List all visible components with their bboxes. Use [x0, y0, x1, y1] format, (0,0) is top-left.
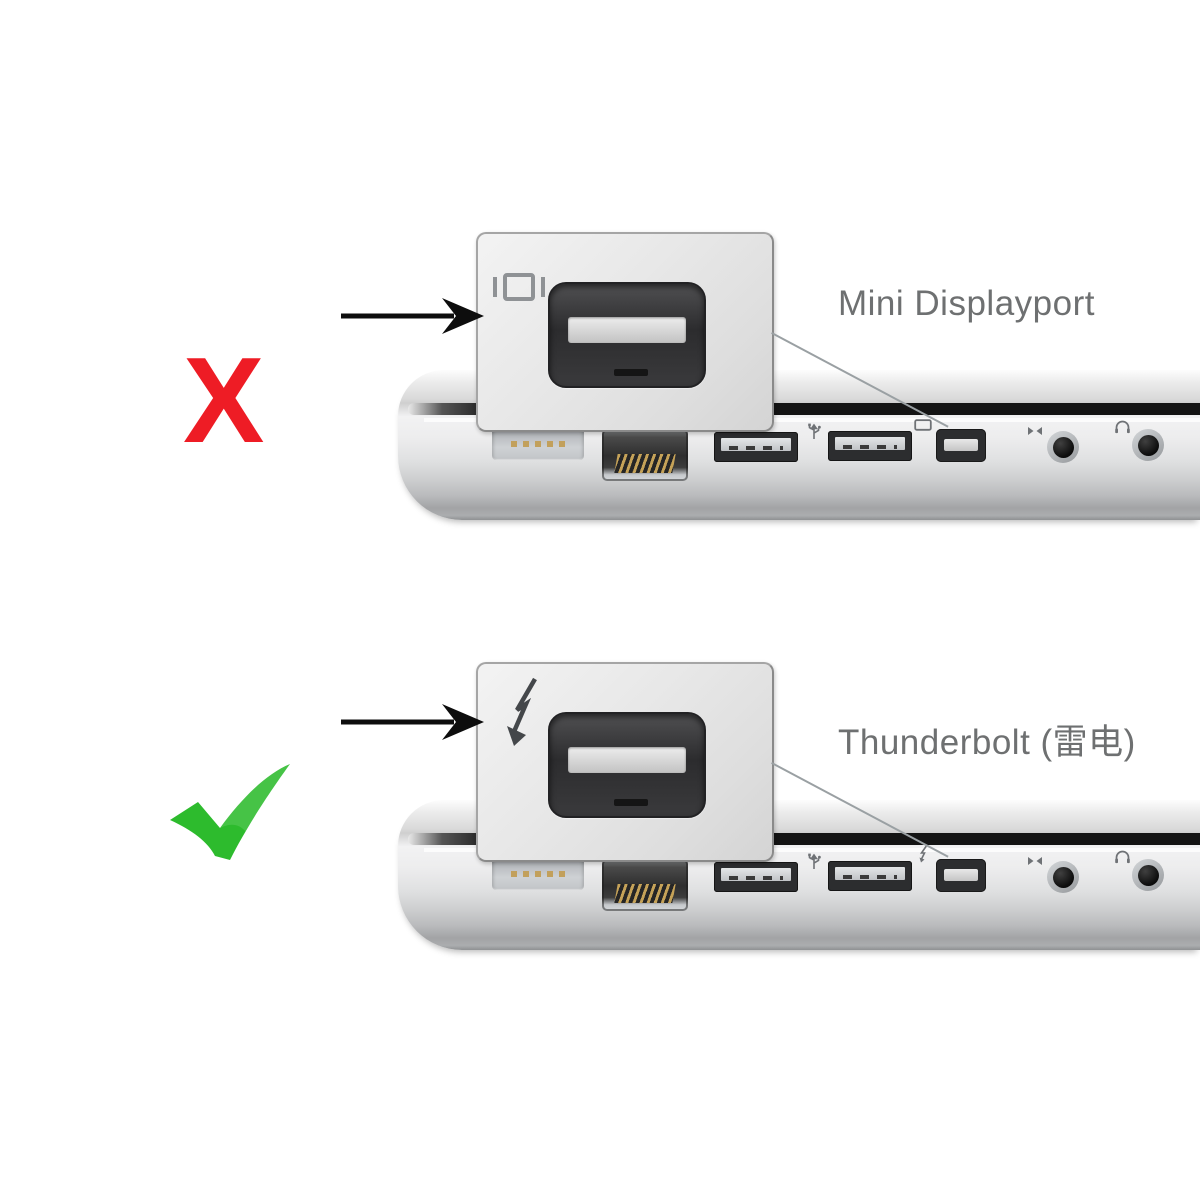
arrow-right-icon — [341, 298, 484, 334]
magsafe-port — [492, 858, 584, 890]
section-thunderbolt: Thunderbolt (雷电) — [0, 430, 1200, 1000]
usb-tongue — [721, 438, 791, 451]
usb-contacts — [843, 875, 897, 879]
headphone-jack — [1132, 429, 1164, 461]
port-row — [0, 430, 1200, 1000]
audio-in-icon — [1028, 427, 1042, 435]
laptop-deck-highlight — [424, 418, 1200, 422]
mini-displayport-icon — [493, 273, 545, 301]
ethernet-pins — [614, 884, 676, 903]
laptop-deck-highlight — [424, 848, 1200, 852]
port-label: Mini Displayport — [838, 284, 1095, 323]
mini-displayport-port — [936, 859, 986, 892]
magsafe-pins — [511, 871, 566, 877]
arrow-right-icon — [341, 704, 484, 740]
usb-port — [828, 431, 912, 461]
mini-displayport-slot — [944, 439, 978, 451]
headphone-jack-hole — [1137, 864, 1159, 886]
usb-tongue — [721, 868, 791, 881]
x-mark: X — [183, 332, 265, 468]
mini-displayport-receptacle — [548, 282, 706, 388]
usb-icon — [808, 853, 821, 869]
headphone-icon — [1115, 420, 1130, 434]
audio-in-jack-hole — [1052, 866, 1074, 888]
mini-displayport-port — [936, 429, 986, 462]
usb-contacts — [729, 446, 783, 450]
usb-contacts — [729, 876, 783, 880]
section-mini-displayport: X — [0, 0, 1200, 570]
usb-port — [714, 432, 798, 462]
audio-in-jack-hole — [1052, 436, 1074, 458]
mini-displayport-adapter-plug — [476, 232, 774, 432]
thunderbolt-adapter-plug — [476, 662, 774, 862]
audio-in-jack — [1047, 431, 1079, 463]
headphone-jack-hole — [1137, 434, 1159, 456]
magsafe-port — [492, 428, 584, 460]
usb-port — [828, 861, 912, 891]
usb-icon — [808, 423, 821, 439]
audio-in-jack — [1047, 861, 1079, 893]
mini-displayport-slot — [944, 869, 978, 881]
receptacle-notch — [614, 369, 648, 376]
usb-port — [714, 862, 798, 892]
check-mark-icon — [170, 764, 290, 860]
receptacle-notch — [614, 799, 648, 806]
port-row — [0, 0, 1200, 570]
mini-displayport-receptacle — [548, 712, 706, 818]
receptacle-slot — [568, 317, 686, 343]
thunderbolt-icon — [919, 844, 928, 863]
display-icon — [914, 419, 932, 431]
usb-contacts — [843, 445, 897, 449]
audio-in-icon — [1028, 857, 1042, 865]
magsafe-pins — [511, 441, 566, 447]
usb-tongue — [835, 437, 905, 450]
ethernet-port — [602, 859, 688, 911]
receptacle-slot — [568, 747, 686, 773]
port-label: Thunderbolt (雷电) — [838, 723, 1136, 762]
ethernet-port — [602, 429, 688, 481]
headphone-icon — [1115, 850, 1130, 864]
thunderbolt-icon — [507, 677, 537, 746]
usb-tongue — [835, 867, 905, 880]
headphone-jack — [1132, 859, 1164, 891]
